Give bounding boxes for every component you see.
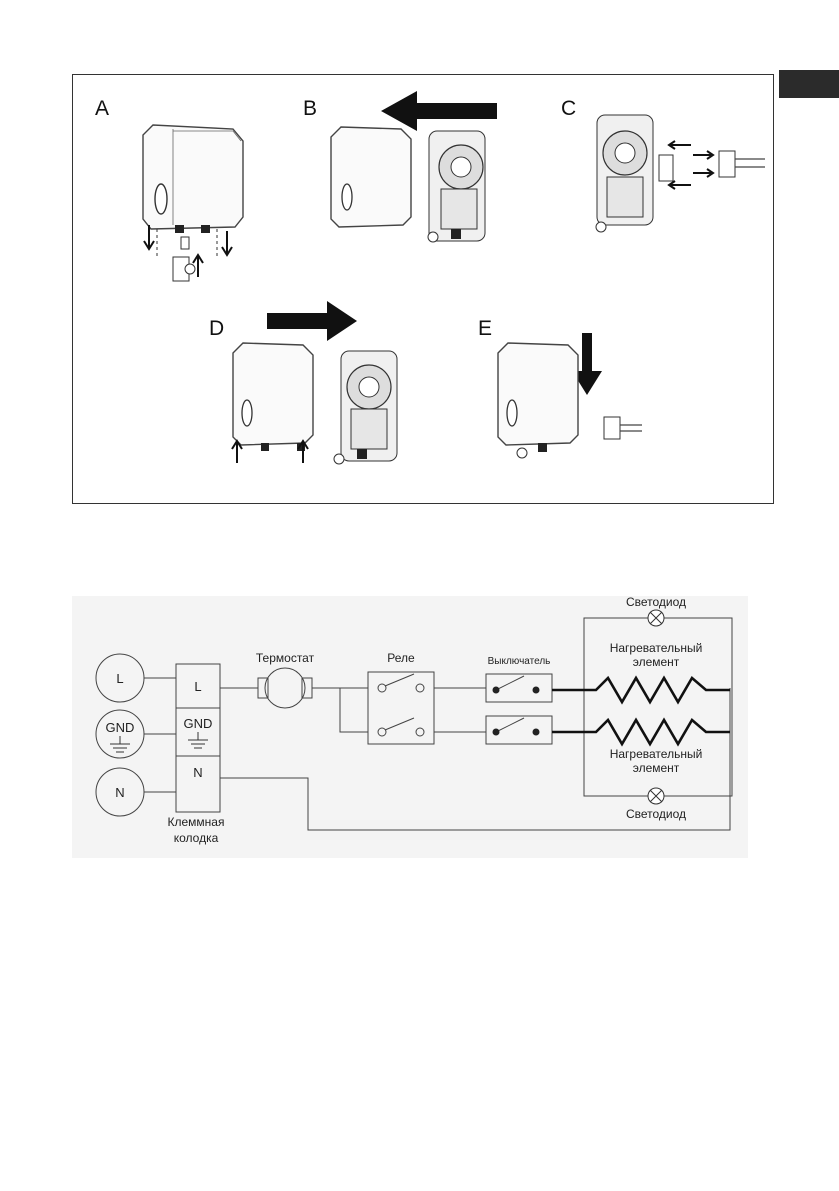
block-n-label: N [193,765,202,780]
step-b: B [301,91,501,257]
heater-top-line1: Нагревательный [610,641,703,655]
circle-n-label: N [115,785,124,800]
step-e-illustration [497,333,642,459]
step-e-letter: E [478,317,493,340]
step-d-letter: D [209,317,225,340]
arrow-right-icon [267,301,357,341]
thermostat-label: Термостат [256,651,315,665]
thermostat-symbol [264,667,306,709]
relay-label: Реле [387,651,415,665]
step-d: D [207,301,457,473]
heater-bottom-line1: Нагревательный [610,747,703,761]
block-gnd-label: GND [184,716,213,731]
heater-top-line2: элемент [633,655,680,669]
switch-label: Выключатель [488,656,551,667]
relay-box [367,671,435,745]
terminal-block-label-line2: колодка [174,831,219,845]
led-top-label: Светодиод [626,596,686,609]
heater-bottom-line2: элемент [633,761,680,775]
block-l-label: L [194,679,201,694]
led-bottom-label: Светодиод [626,807,686,821]
step-a-heater-illustration [142,124,244,282]
switch-box-bottom [485,715,553,745]
step-d-illustration [231,301,398,465]
wiring-diagram-svg: L GND N L GND N Клеммная колодка Термост… [95,596,733,845]
step-a-letter: A [95,97,110,120]
step-b-letter: B [303,97,318,120]
arrow-down-icon [572,333,602,395]
switch-box-top [485,673,553,703]
step-a: A [93,97,263,297]
installation-steps-frame: A B [72,74,774,504]
circle-l-label: L [116,671,123,686]
wiring-diagram: L GND N L GND N Клеммная колодка Термост… [72,596,748,858]
terminal-block-label-line1: Клеммная [168,815,225,829]
step-c-illustration [595,114,765,233]
step-c-letter: C [561,97,577,120]
terminal-block [175,663,221,813]
section-tab-marker [779,70,839,98]
step-c: C [559,97,771,257]
step-e: E [478,313,658,473]
arrow-left-icon [381,91,497,131]
circle-gnd-label: GND [106,720,135,735]
step-b-illustration [330,91,497,243]
